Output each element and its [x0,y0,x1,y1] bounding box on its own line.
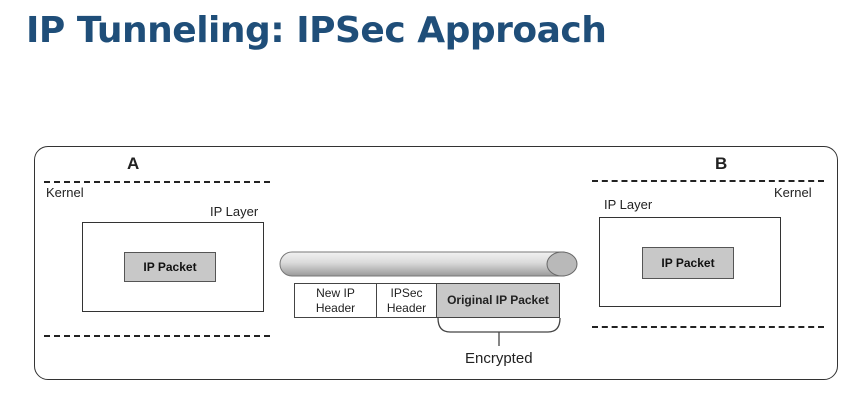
encrypted-brace [437,317,561,346]
new-ip-header-segment: New IP Header [295,284,377,317]
tunnel-pipe [279,251,578,277]
host-a-kernel-bottom-boundary [44,335,270,337]
host-a-kernel-top-boundary [44,181,270,183]
host-b-kernel-bottom-boundary [592,326,824,328]
host-a-ip-layer-label: IP Layer [210,204,259,219]
original-ip-packet-segment: Original IP Packet [437,284,559,317]
tunnel-pipe-end [546,251,578,277]
ipsec-header-segment: IPSec Header [377,284,437,317]
host-a-ip-packet: IP Packet [124,252,216,282]
host-b-kernel-top-boundary [592,180,824,182]
host-b-letter: B [715,154,728,173]
host-b-ip-layer-label: IP Layer [604,197,653,212]
slide-title: IP Tunneling: IPSec Approach [26,10,607,51]
host-a-letter: A [127,154,140,173]
encrypted-label: Encrypted [465,350,533,367]
host-b-ip-packet: IP Packet [642,247,734,279]
encapsulated-packet: New IP Header IPSec Header Original IP P… [294,283,560,318]
host-a-kernel-label: Kernel [46,185,84,200]
host-b-kernel-label: Kernel [774,185,812,200]
diagram-frame [34,146,838,380]
